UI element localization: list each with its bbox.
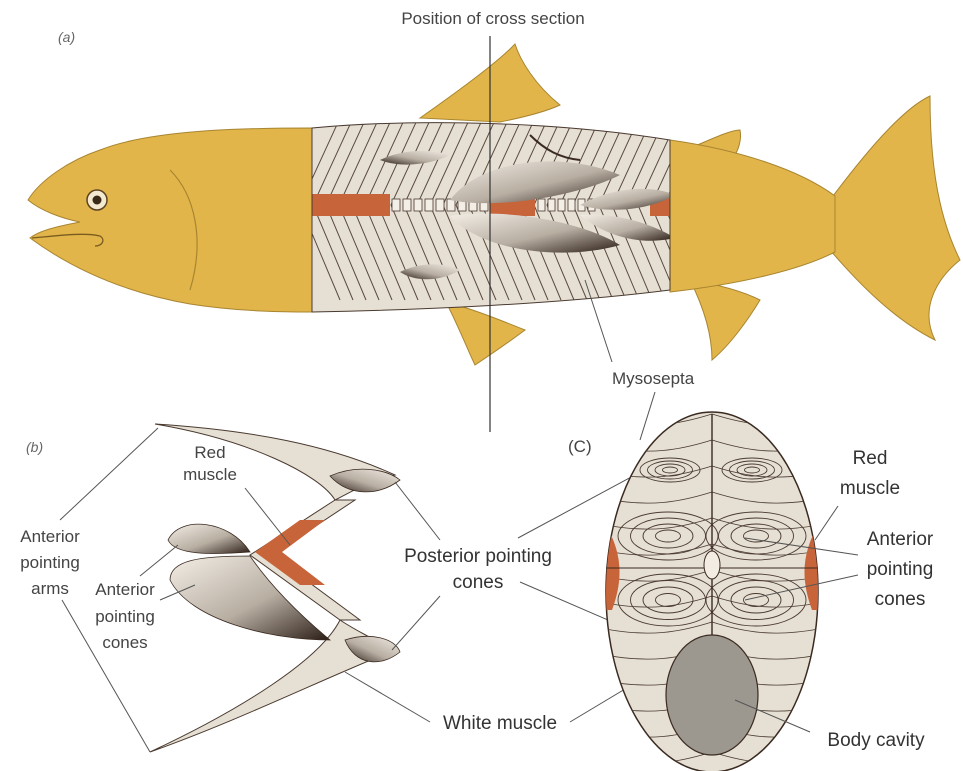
lateral-line-segment	[392, 199, 400, 211]
anterior-arms-label-2: pointing	[20, 553, 80, 572]
pelvic-fin	[448, 306, 525, 365]
panel-a-label: (a)	[58, 29, 75, 45]
red-muscle-wedge	[255, 520, 325, 585]
posterior-cones-label-1: Posterior pointing	[404, 546, 552, 567]
red-muscle-strip	[312, 194, 390, 216]
mysosepta-label: Mysosepta	[612, 369, 695, 388]
anterior-arms-label-1: Anterior	[20, 527, 80, 546]
caudal-fin	[830, 96, 960, 340]
c-anterior-cones-label-1: Anterior	[867, 529, 934, 550]
b-anterior-cones-label-1: Anterior	[95, 580, 155, 599]
lateral-line-segment	[436, 199, 444, 211]
fish-head	[28, 128, 312, 312]
lateral-line-segment	[568, 199, 575, 211]
c-red-muscle-label-2: muscle	[840, 478, 900, 499]
b-anterior-cones-label-3: cones	[102, 633, 147, 652]
caudal-peduncle	[670, 140, 835, 292]
posterior-cones-label-2: cones	[453, 572, 504, 593]
anal-fin	[690, 280, 760, 360]
anterior-arms-label-3: arms	[31, 579, 69, 598]
cross-section-diagram	[600, 412, 824, 771]
b-anterior-cones-label-2: pointing	[95, 607, 155, 626]
vertebral-column	[704, 551, 720, 579]
lateral-line-segment	[425, 199, 433, 211]
panel-c-label: (C)	[568, 437, 592, 456]
body-cavity-label: Body cavity	[827, 730, 925, 751]
white-muscle-label: White muscle	[443, 713, 557, 734]
c-anterior-cones-label-3: cones	[875, 589, 926, 610]
lateral-line-segment	[414, 199, 422, 211]
body-cavity	[666, 635, 758, 755]
lateral-line-segment	[538, 199, 545, 211]
lateral-line-segment	[447, 199, 455, 211]
b-red-muscle-label-1: Red	[194, 443, 225, 462]
lateral-line-segment	[548, 199, 555, 211]
panel-b-label: (b)	[26, 439, 43, 455]
cross-section-label: Position of cross section	[401, 9, 584, 28]
c-red-muscle-label-1: Red	[853, 448, 888, 469]
b-red-muscle-label-2: muscle	[183, 465, 237, 484]
c-anterior-cones-label-2: pointing	[867, 559, 934, 580]
lateral-line-segment	[558, 199, 565, 211]
lateral-line-segment	[403, 199, 411, 211]
